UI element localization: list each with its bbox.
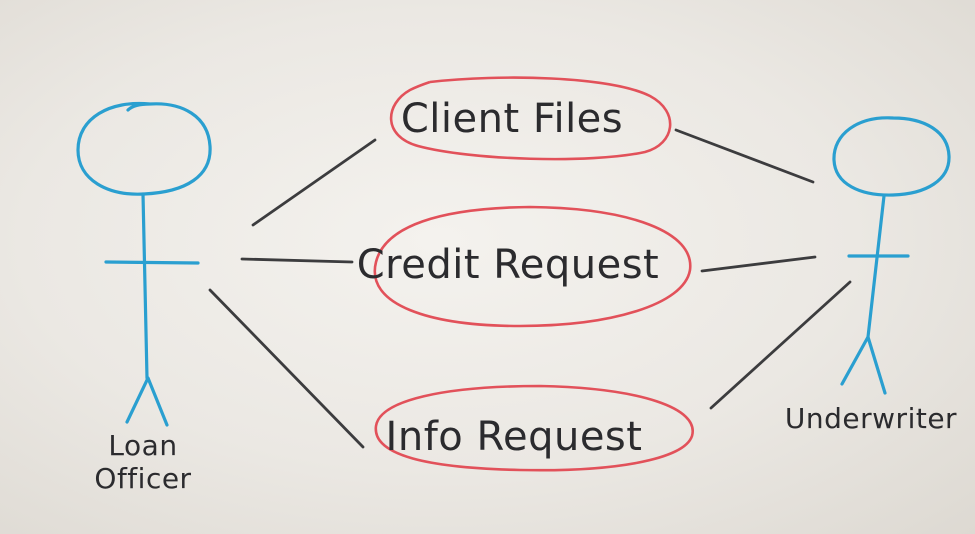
association-underwriter-info-request [709,280,852,410]
use-case-credit-request: Credit Request [357,205,692,328]
use-case-credit-request-oval [373,205,692,328]
actor-loan-officer-label-line-2: Officer [94,462,191,495]
actor-loan-officer-legs [125,376,169,427]
association-loan-officer-credit-request [240,257,354,264]
use-case-info-request: Info Request [374,384,694,472]
actor-loan-officer: Loan Officer [76,101,212,495]
actor-underwriter: Underwriter [785,116,957,435]
actor-underwriter-head [832,116,951,197]
association-underwriter-client-files [674,128,815,184]
actor-underwriter-body [866,194,886,339]
actor-underwriter-legs [840,335,887,395]
use-case-client-files: Client Files [389,76,672,161]
association-underwriter-credit-request [700,255,817,273]
actor-loan-officer-arms [104,260,200,265]
use-case-client-files-label: Client Files [401,96,623,142]
actor-underwriter-label: Underwriter [785,402,957,435]
actor-loan-officer-label-line-1: Loan [108,429,177,462]
use-case-credit-request-label: Credit Request [357,242,660,288]
association-loan-officer-client-files [251,138,377,227]
use-case-info-request-oval [374,384,694,472]
actor-loan-officer-head [76,101,212,196]
association-loan-officer-info-request [208,288,365,449]
use-case-info-request-label: Info Request [386,414,643,460]
associations [208,128,852,449]
use-case-client-files-oval [389,76,672,161]
actor-loan-officer-body [141,192,149,380]
